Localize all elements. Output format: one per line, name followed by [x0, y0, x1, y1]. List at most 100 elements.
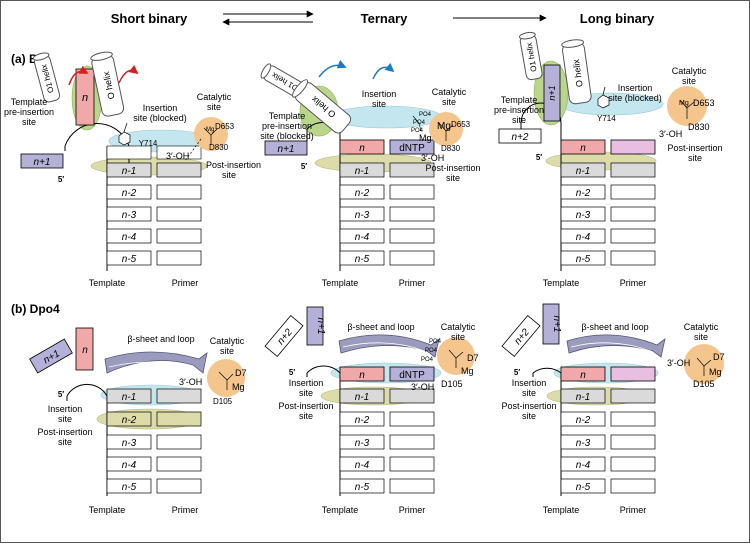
phosphate-label: PO4: [421, 357, 434, 363]
axis-label: Template: [89, 278, 126, 288]
site-label: site: [220, 346, 234, 356]
catalytic-site: [194, 117, 228, 151]
residue-label: D653: [693, 98, 715, 108]
site-label: site: [446, 173, 460, 183]
slot-label: n-1: [355, 392, 369, 403]
slot-label: n-5: [122, 482, 137, 493]
site-label: site: [22, 117, 36, 127]
site-label: Template: [11, 97, 48, 107]
catalytic-site: [429, 112, 463, 146]
slot-label: n-5: [355, 254, 370, 265]
phosphate-label: PO4: [411, 128, 424, 134]
slot-label: n-3: [355, 210, 370, 221]
site-label: site (blocked): [133, 113, 187, 123]
header-short-binary: Short binary: [111, 11, 188, 26]
section-label-dpo4: (b) Dpo4: [11, 302, 60, 316]
slot-label: n-5: [355, 482, 370, 493]
phosphate-label: PO4: [429, 339, 442, 345]
axis-label: Primer: [620, 278, 647, 288]
residue-label: D105: [441, 379, 463, 389]
template-base-n: n: [82, 92, 88, 104]
panel-bf-ternary: n+1 5′ n dNTP O1 helix O helix: [260, 60, 481, 288]
residue-label: D653: [451, 120, 471, 129]
site-label: Insertion: [143, 103, 178, 113]
rotation-arrow: [68, 65, 89, 86]
outer-base-label: n+2: [512, 132, 529, 143]
site-label: site: [451, 332, 465, 342]
template-slots: [106, 162, 202, 266]
residue-label: Mg: [461, 366, 474, 376]
template-base-n: n: [580, 143, 586, 154]
axis-label: Template: [322, 278, 359, 288]
slot-label: n-5: [576, 254, 591, 265]
site-label: Post-insertion: [206, 160, 261, 170]
residue-label: Mg: [419, 133, 432, 143]
panel-dpo4-long-binary: n+2 n+1 5′ n n-1 n-2 n-3: [501, 303, 725, 515]
slot-label: n-5: [122, 254, 137, 265]
residue-label: Y714: [597, 114, 616, 123]
site-label: Template: [269, 111, 306, 121]
site-label: Post-insertion: [278, 401, 333, 411]
site-label: site: [688, 153, 702, 163]
site-label: site: [207, 102, 221, 112]
site-label: site: [58, 437, 72, 447]
template-slots: [339, 388, 435, 494]
site-label: Catalytic: [197, 92, 232, 102]
catalytic-site: [667, 86, 707, 126]
site-label: Catalytic: [684, 322, 719, 332]
axis-label: Primer: [620, 505, 647, 515]
site-label: pre-insertion: [4, 107, 54, 117]
axis-label: Primer: [399, 505, 426, 515]
site-label: site: [522, 411, 536, 421]
residue-label: D830: [688, 122, 710, 132]
site-label: site: [682, 76, 696, 86]
dntp-label: dNTP: [399, 143, 425, 154]
site-label: Catalytic: [441, 322, 476, 332]
outer-base: n+2: [501, 314, 541, 358]
residue-label: 3′-OH: [411, 382, 434, 392]
site-label: site: [299, 411, 313, 421]
dntp-label: dNTP: [399, 370, 425, 381]
slot-label: n-4: [576, 232, 591, 243]
site-label: Catalytic: [672, 66, 707, 76]
catalytic-site: [207, 359, 245, 397]
five-prime-label: 5′: [514, 368, 520, 377]
slot-label: n-2: [122, 415, 137, 426]
rotation-arrow: [318, 60, 347, 78]
slot-label: n-3: [122, 438, 137, 449]
residue-label: D830: [441, 144, 461, 153]
slot-label: n-3: [122, 210, 137, 221]
site-label: pre-insertion: [262, 121, 312, 131]
helix-box-label: n+1: [547, 85, 557, 100]
rotation-arrow: [118, 64, 139, 84]
beta-sheet: [338, 334, 440, 358]
site-label: Insertion: [48, 404, 83, 414]
slot-label: n-4: [355, 232, 370, 243]
site-label: Post-insertion: [667, 143, 722, 153]
five-prime-label: 5′: [58, 390, 64, 399]
residue-label: Mg: [437, 121, 451, 132]
panel-bf-short-binary: n+1 5′ n O1 helix O helix: [4, 51, 261, 288]
residue-label: Mg: [709, 367, 722, 377]
site-label: site: [299, 388, 313, 398]
catalytic-site: [684, 344, 724, 384]
five-prime-label: 5′: [58, 175, 64, 184]
slot-label: n-2: [355, 188, 370, 199]
residue-label: 3′-OH: [667, 358, 690, 368]
site-label: site: [694, 332, 708, 342]
site-label: Post-insertion: [501, 401, 556, 411]
site-label: site (blocked): [608, 93, 662, 103]
helix-o: O helix: [90, 51, 125, 117]
slot-label: n-2: [355, 415, 370, 426]
residue-label: Mg: [679, 100, 689, 107]
outer-base: n+2: [264, 314, 304, 358]
tyrosine-residue: [118, 122, 131, 146]
five-prime-label: 5′: [536, 153, 542, 162]
five-prime-label: 5′: [289, 368, 295, 377]
slot-label: n-1: [122, 392, 136, 403]
slot-label: n-5: [576, 482, 591, 493]
outer-base-label: n+1: [34, 157, 51, 168]
rotation-arrow: [372, 62, 395, 80]
site-label: β-sheet and loop: [581, 322, 648, 332]
